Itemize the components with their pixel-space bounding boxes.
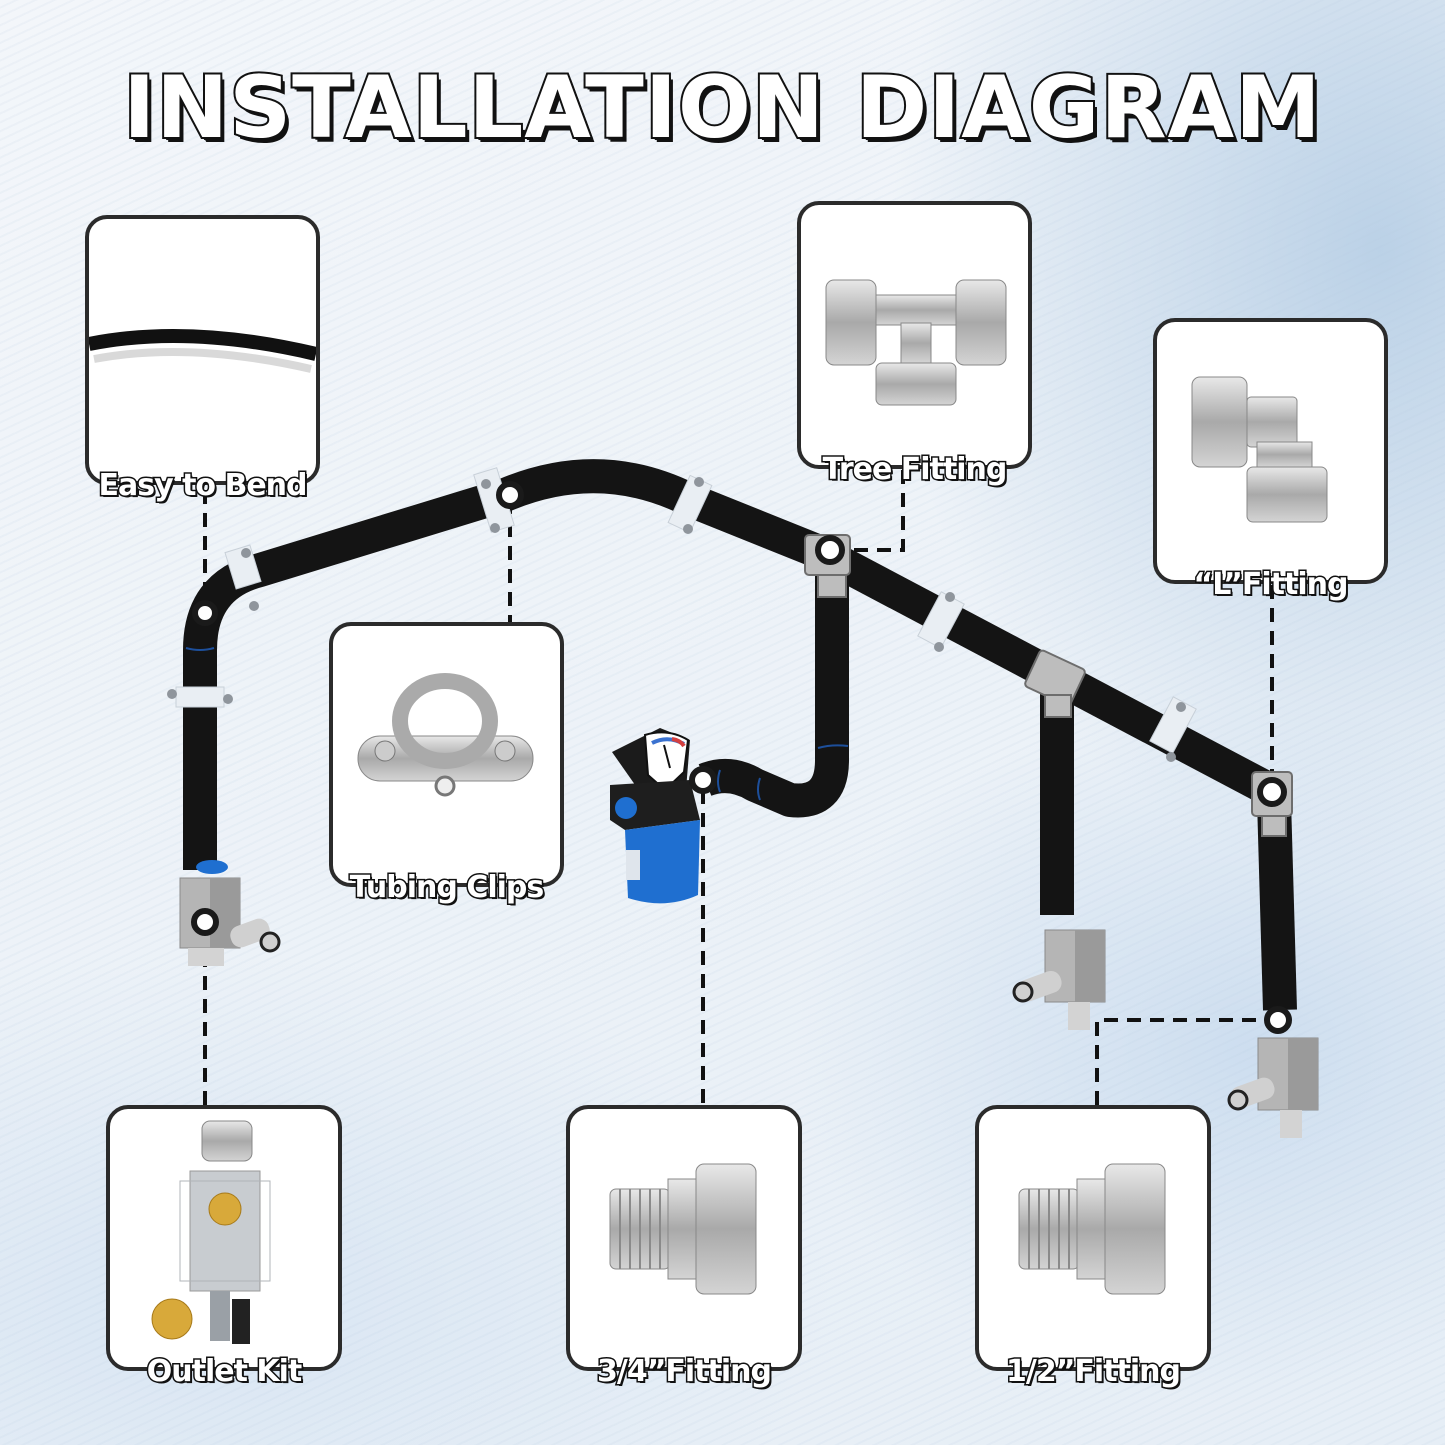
tubing-image: [89, 329, 316, 373]
card-three-quarter-fitting: 3/4”Fitting: [566, 1105, 802, 1391]
card-label: Easy to Bend: [97, 467, 309, 505]
card-label: 1/2”Fitting: [1005, 1353, 1183, 1391]
pipe-clamp-image: [357, 673, 534, 797]
page-title: INSTALLATION DIAGRAM: [121, 56, 1323, 160]
threaded-fitting-image: [1018, 1163, 1166, 1295]
tee-fitting-image: [825, 279, 1007, 406]
card-half-inch-fitting: 1/2”Fitting: [975, 1105, 1211, 1391]
card-label: Outlet Kit: [145, 1353, 303, 1391]
threaded-fitting-image: [609, 1163, 757, 1295]
card-tree-fitting: Tree Fitting: [797, 201, 1032, 489]
card-label: 3/4”Fitting: [596, 1353, 774, 1391]
outlet-block-left: [179, 860, 281, 966]
card-label: “L”Fitting: [1192, 566, 1350, 604]
outlet-block-right: [1227, 1037, 1319, 1138]
card-tubing-clips: Tubing Clips: [329, 622, 564, 907]
card-label: Tree Fitting: [821, 451, 1009, 489]
elbow-fitting-image: [1191, 376, 1328, 523]
card-l-fitting: “L”Fitting: [1153, 318, 1388, 604]
outlet-block-middle: [1012, 929, 1106, 1030]
card-label: Tubing Clips: [348, 869, 545, 907]
air-filter-with-gauge: [610, 728, 700, 904]
card-easy-to-bend: Easy to Bend: [85, 215, 320, 505]
card-outlet-kit: Outlet Kit: [106, 1105, 342, 1391]
outlet-kit-image: [151, 1120, 271, 1344]
